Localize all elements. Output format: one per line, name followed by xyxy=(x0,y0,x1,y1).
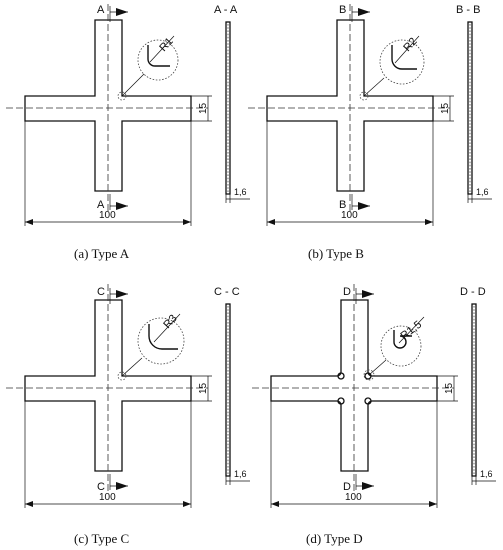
caption: (b) Type B xyxy=(308,246,364,261)
length-dimension: 100 xyxy=(99,210,116,221)
length-dimension: 100 xyxy=(341,210,358,221)
detail-circle xyxy=(380,325,422,367)
section-view xyxy=(471,303,477,477)
caption: (d) Type D xyxy=(306,531,363,546)
width-dimension: 15 xyxy=(440,102,451,114)
width-dimension: 15 xyxy=(198,102,209,114)
detail-fillet xyxy=(147,45,170,67)
section-title: B - B xyxy=(456,4,480,16)
section-letter-bottom: C xyxy=(97,481,105,493)
section-view xyxy=(225,21,231,195)
section-letter-top: B xyxy=(339,4,346,16)
width-dimension: 15 xyxy=(444,382,455,394)
length-dimension: 100 xyxy=(345,492,362,503)
detail-fillet xyxy=(148,324,178,350)
section-view xyxy=(225,303,231,477)
radius-label: R3 xyxy=(161,313,179,331)
panel-c: C C R3 15 100 C - C 1,6 (c) Type C xyxy=(6,284,250,546)
panel-b: B B R2 15 100 B - B 1,6 (b) Type B xyxy=(248,4,492,261)
section-letter-bottom: B xyxy=(339,199,346,211)
section-letter-top: A xyxy=(97,4,105,16)
section-view xyxy=(467,21,473,195)
section-letter-top: D xyxy=(343,286,351,298)
caption: (a) Type A xyxy=(74,246,130,261)
thickness-dimension: 1,6 xyxy=(234,469,247,479)
notch xyxy=(337,372,345,380)
section-letter-bottom: A xyxy=(97,199,105,211)
detail-fillet xyxy=(391,45,417,70)
length-dimension: 100 xyxy=(99,492,116,503)
detail-circle xyxy=(137,39,179,81)
notch xyxy=(337,397,345,405)
detail-notch xyxy=(393,330,412,349)
fillet-mark xyxy=(363,369,375,381)
section-title: C - C xyxy=(214,286,240,298)
fillet-mark xyxy=(117,91,127,101)
detail-circle xyxy=(137,317,185,365)
panel-d: D D R1,5 15 100 D - D 1,6 (d) T xyxy=(252,284,496,546)
section-title: A - A xyxy=(214,4,238,16)
notch xyxy=(364,397,372,405)
fillet-mark xyxy=(359,91,369,101)
thickness-dimension: 1,6 xyxy=(234,187,247,197)
panel-a: A A R1 15 100 A - A 1,6 xyxy=(6,4,250,261)
section-letter-top: C xyxy=(97,286,105,298)
thickness-dimension: 1,6 xyxy=(480,469,493,479)
section-letter-bottom: D xyxy=(343,481,351,493)
notch xyxy=(364,372,372,380)
caption: (c) Type C xyxy=(74,531,129,546)
thickness-dimension: 1,6 xyxy=(476,187,489,197)
detail-leader xyxy=(121,73,145,97)
radius-label: R1,5 xyxy=(398,319,424,343)
detail-circle xyxy=(379,39,425,85)
fillet-mark xyxy=(117,371,127,381)
width-dimension: 15 xyxy=(198,382,209,394)
section-title: D - D xyxy=(460,286,486,298)
